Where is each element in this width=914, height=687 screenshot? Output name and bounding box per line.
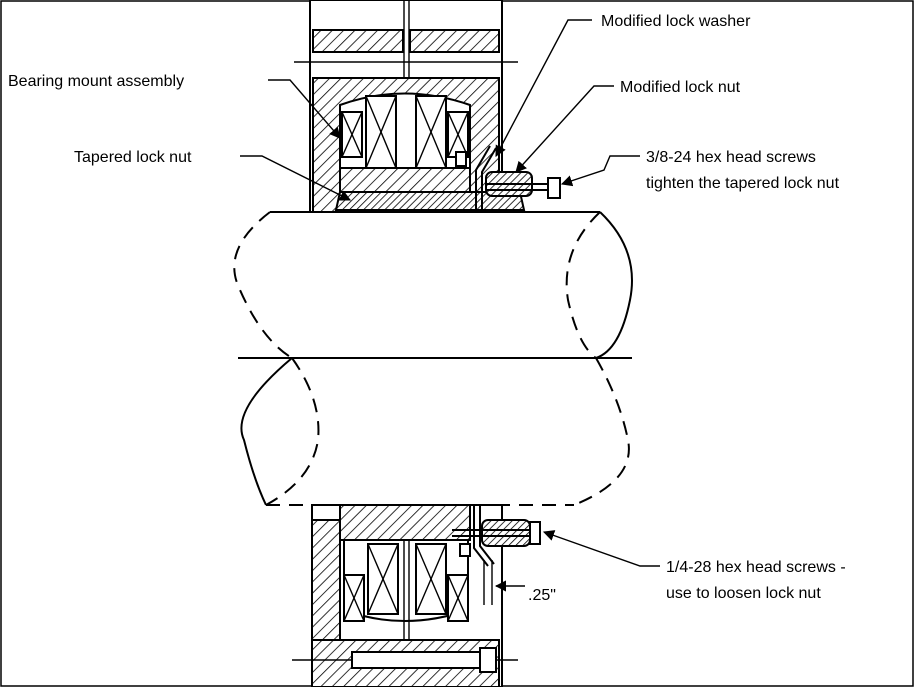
label-hex-screws-loosen-line1: 1/4-28 hex head screws -: [666, 559, 846, 576]
label-tapered-lock-nut: Tapered lock nut: [74, 149, 192, 166]
bottom-bearing-assembly: [292, 504, 541, 687]
label-gap-dimension: .25": [528, 587, 556, 604]
label-hex-screws-tighten-line2: tighten the tapered lock nut: [646, 175, 840, 192]
label-bearing-mount-assembly: Bearing mount assembly: [8, 73, 184, 90]
label-hex-screws-tighten-line1: 3/8-24 hex head screws: [646, 149, 816, 166]
label-hex-screws-loosen-line2: use to loosen lock nut: [666, 585, 821, 602]
shaft: [233, 211, 633, 506]
label-modified-lock-nut: Modified lock nut: [620, 79, 741, 96]
leader-lines: [240, 19, 660, 592]
label-modified-lock-washer: Modified lock washer: [601, 13, 751, 30]
top-bearing-assembly: [294, 0, 561, 213]
